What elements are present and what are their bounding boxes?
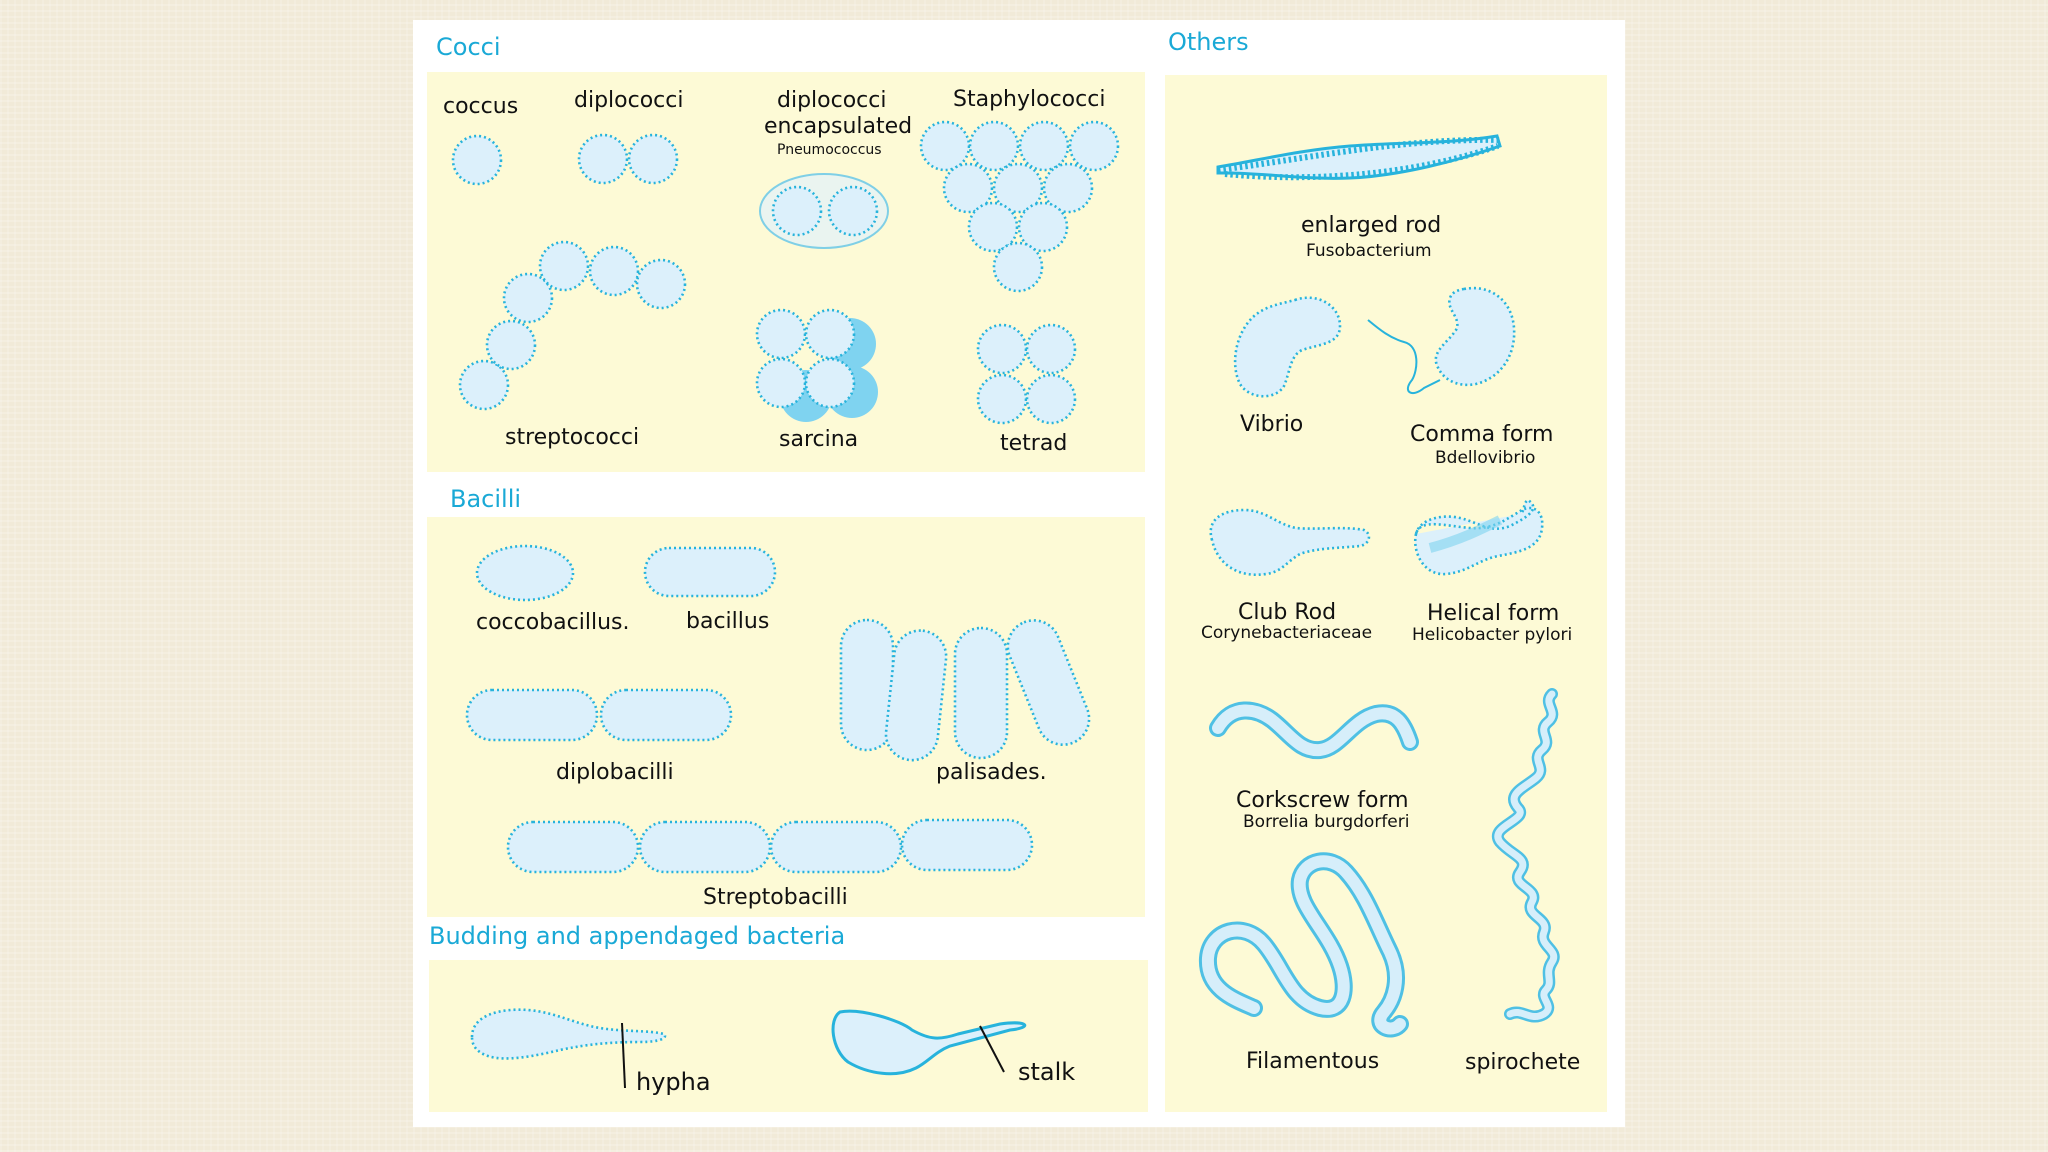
- others-heading: Others: [1168, 28, 1249, 56]
- bacilli-heading: Bacilli: [450, 485, 521, 513]
- club-rod-example: Corynebacteriaceae: [1201, 623, 1372, 643]
- helical-form-label: Helical form: [1427, 601, 1559, 626]
- tetrad-label: tetrad: [1000, 431, 1067, 456]
- bacillus-label: bacillus: [686, 609, 769, 634]
- streptobacilli-figure: [506, 818, 1034, 874]
- corkscrew-form-label: Corkscrew form: [1236, 788, 1409, 813]
- helical-form-example: Helicobacter pylori: [1412, 625, 1572, 645]
- corkscrew-form-example: Borrelia burgdorferi: [1243, 812, 1409, 832]
- hypha-label: hypha: [636, 1068, 711, 1096]
- coccus-figure: [451, 134, 503, 186]
- coccobacillus-figure: [475, 544, 575, 602]
- diplobacilli-label: diplobacilli: [556, 760, 674, 785]
- club-rod-label: Club Rod: [1238, 600, 1336, 625]
- coccobacillus-label: coccobacillus.: [476, 610, 629, 635]
- comma-form-label: Comma form: [1410, 422, 1553, 447]
- encapsulated-diplococci-figure: [759, 173, 889, 249]
- streptococci-label: streptococci: [505, 425, 639, 450]
- palisades-figure: [839, 618, 1091, 762]
- club-rod-figure: [1209, 508, 1371, 577]
- spirochete-figure: [1491, 688, 1560, 1023]
- hypha-figure: [470, 1008, 667, 1089]
- comma-form-example: Bdellovibrio: [1435, 448, 1535, 468]
- comma-form-figure: [1367, 286, 1516, 395]
- encapsulated-label-line2: encapsulated: [764, 114, 912, 139]
- diplobacilli-figure: [465, 688, 733, 742]
- sarcina-label: sarcina: [779, 427, 858, 452]
- encapsulated-example: Pneumococcus: [777, 142, 882, 158]
- encapsulated-label-line1: diplococci: [777, 88, 886, 113]
- vibrio-label: Vibrio: [1240, 412, 1303, 437]
- staphylococci-label: Staphylococci: [953, 87, 1105, 112]
- corkscrew-form-figure: [1209, 701, 1419, 760]
- vibrio-figure: [1233, 296, 1342, 398]
- enlarged-rod-example: Fusobacterium: [1306, 241, 1432, 261]
- bacillus-figure: [643, 546, 777, 598]
- diplococci-label: diplococci: [574, 88, 683, 113]
- diplococci-figure: [577, 133, 679, 185]
- sarcina-figure: [755, 308, 878, 422]
- filamentous-figure: [1199, 852, 1409, 1038]
- tetrad-figure: [976, 323, 1077, 425]
- cocci-heading: Cocci: [436, 33, 501, 61]
- enlarged-rod-figure: [1216, 134, 1502, 181]
- streptobacilli-label: Streptobacilli: [703, 885, 848, 910]
- spirochete-label: spirochete: [1465, 1050, 1580, 1075]
- stalk-label: stalk: [1018, 1058, 1075, 1086]
- helical-form-figure: [1413, 498, 1544, 576]
- staphylococci-figure: [919, 120, 1120, 293]
- budding-heading: Budding and appendaged bacteria: [429, 922, 845, 950]
- stalk-figure: [831, 1009, 1026, 1076]
- palisades-label: palisades.: [936, 760, 1047, 785]
- enlarged-rod-label: enlarged rod: [1301, 213, 1441, 238]
- streptococci-figure: [458, 240, 687, 411]
- filamentous-label: Filamentous: [1246, 1049, 1379, 1074]
- coccus-label: coccus: [443, 94, 518, 119]
